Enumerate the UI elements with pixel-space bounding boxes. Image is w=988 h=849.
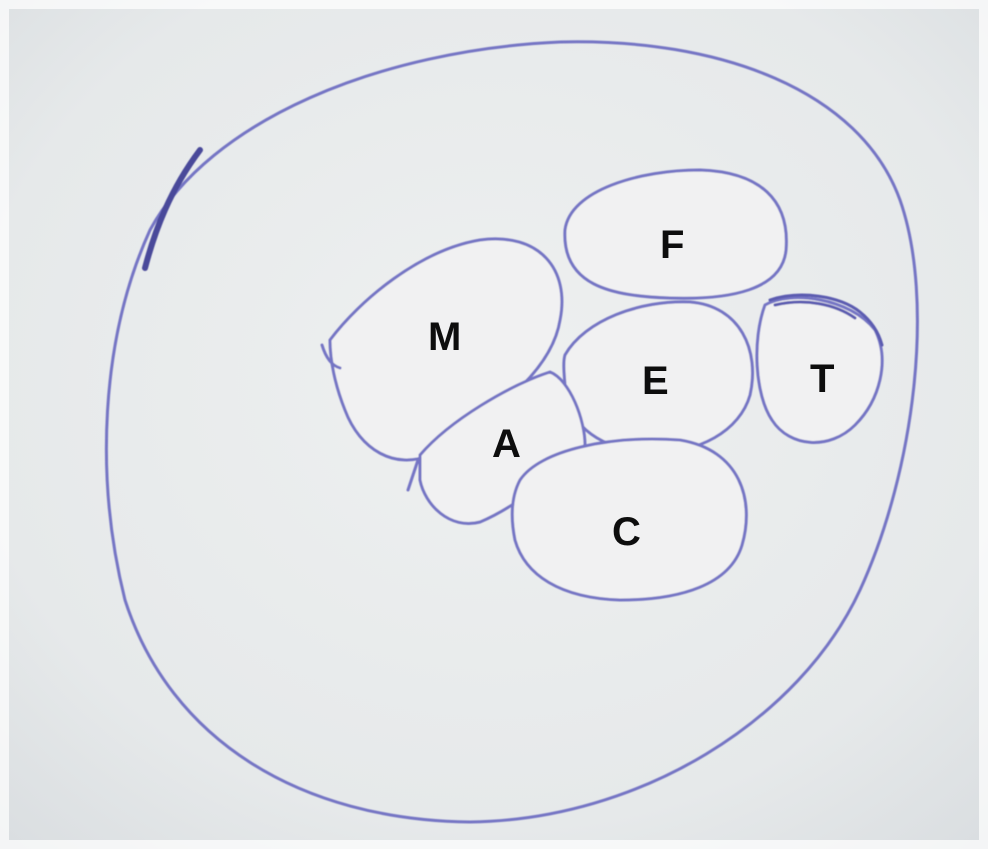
- region-f-label: F: [660, 223, 684, 267]
- region-c-label: C: [612, 510, 641, 554]
- region-a-label: A: [492, 422, 521, 466]
- region-m-label: M: [428, 315, 461, 359]
- region-t-label: T: [810, 357, 834, 401]
- region-e-label: E: [642, 359, 669, 403]
